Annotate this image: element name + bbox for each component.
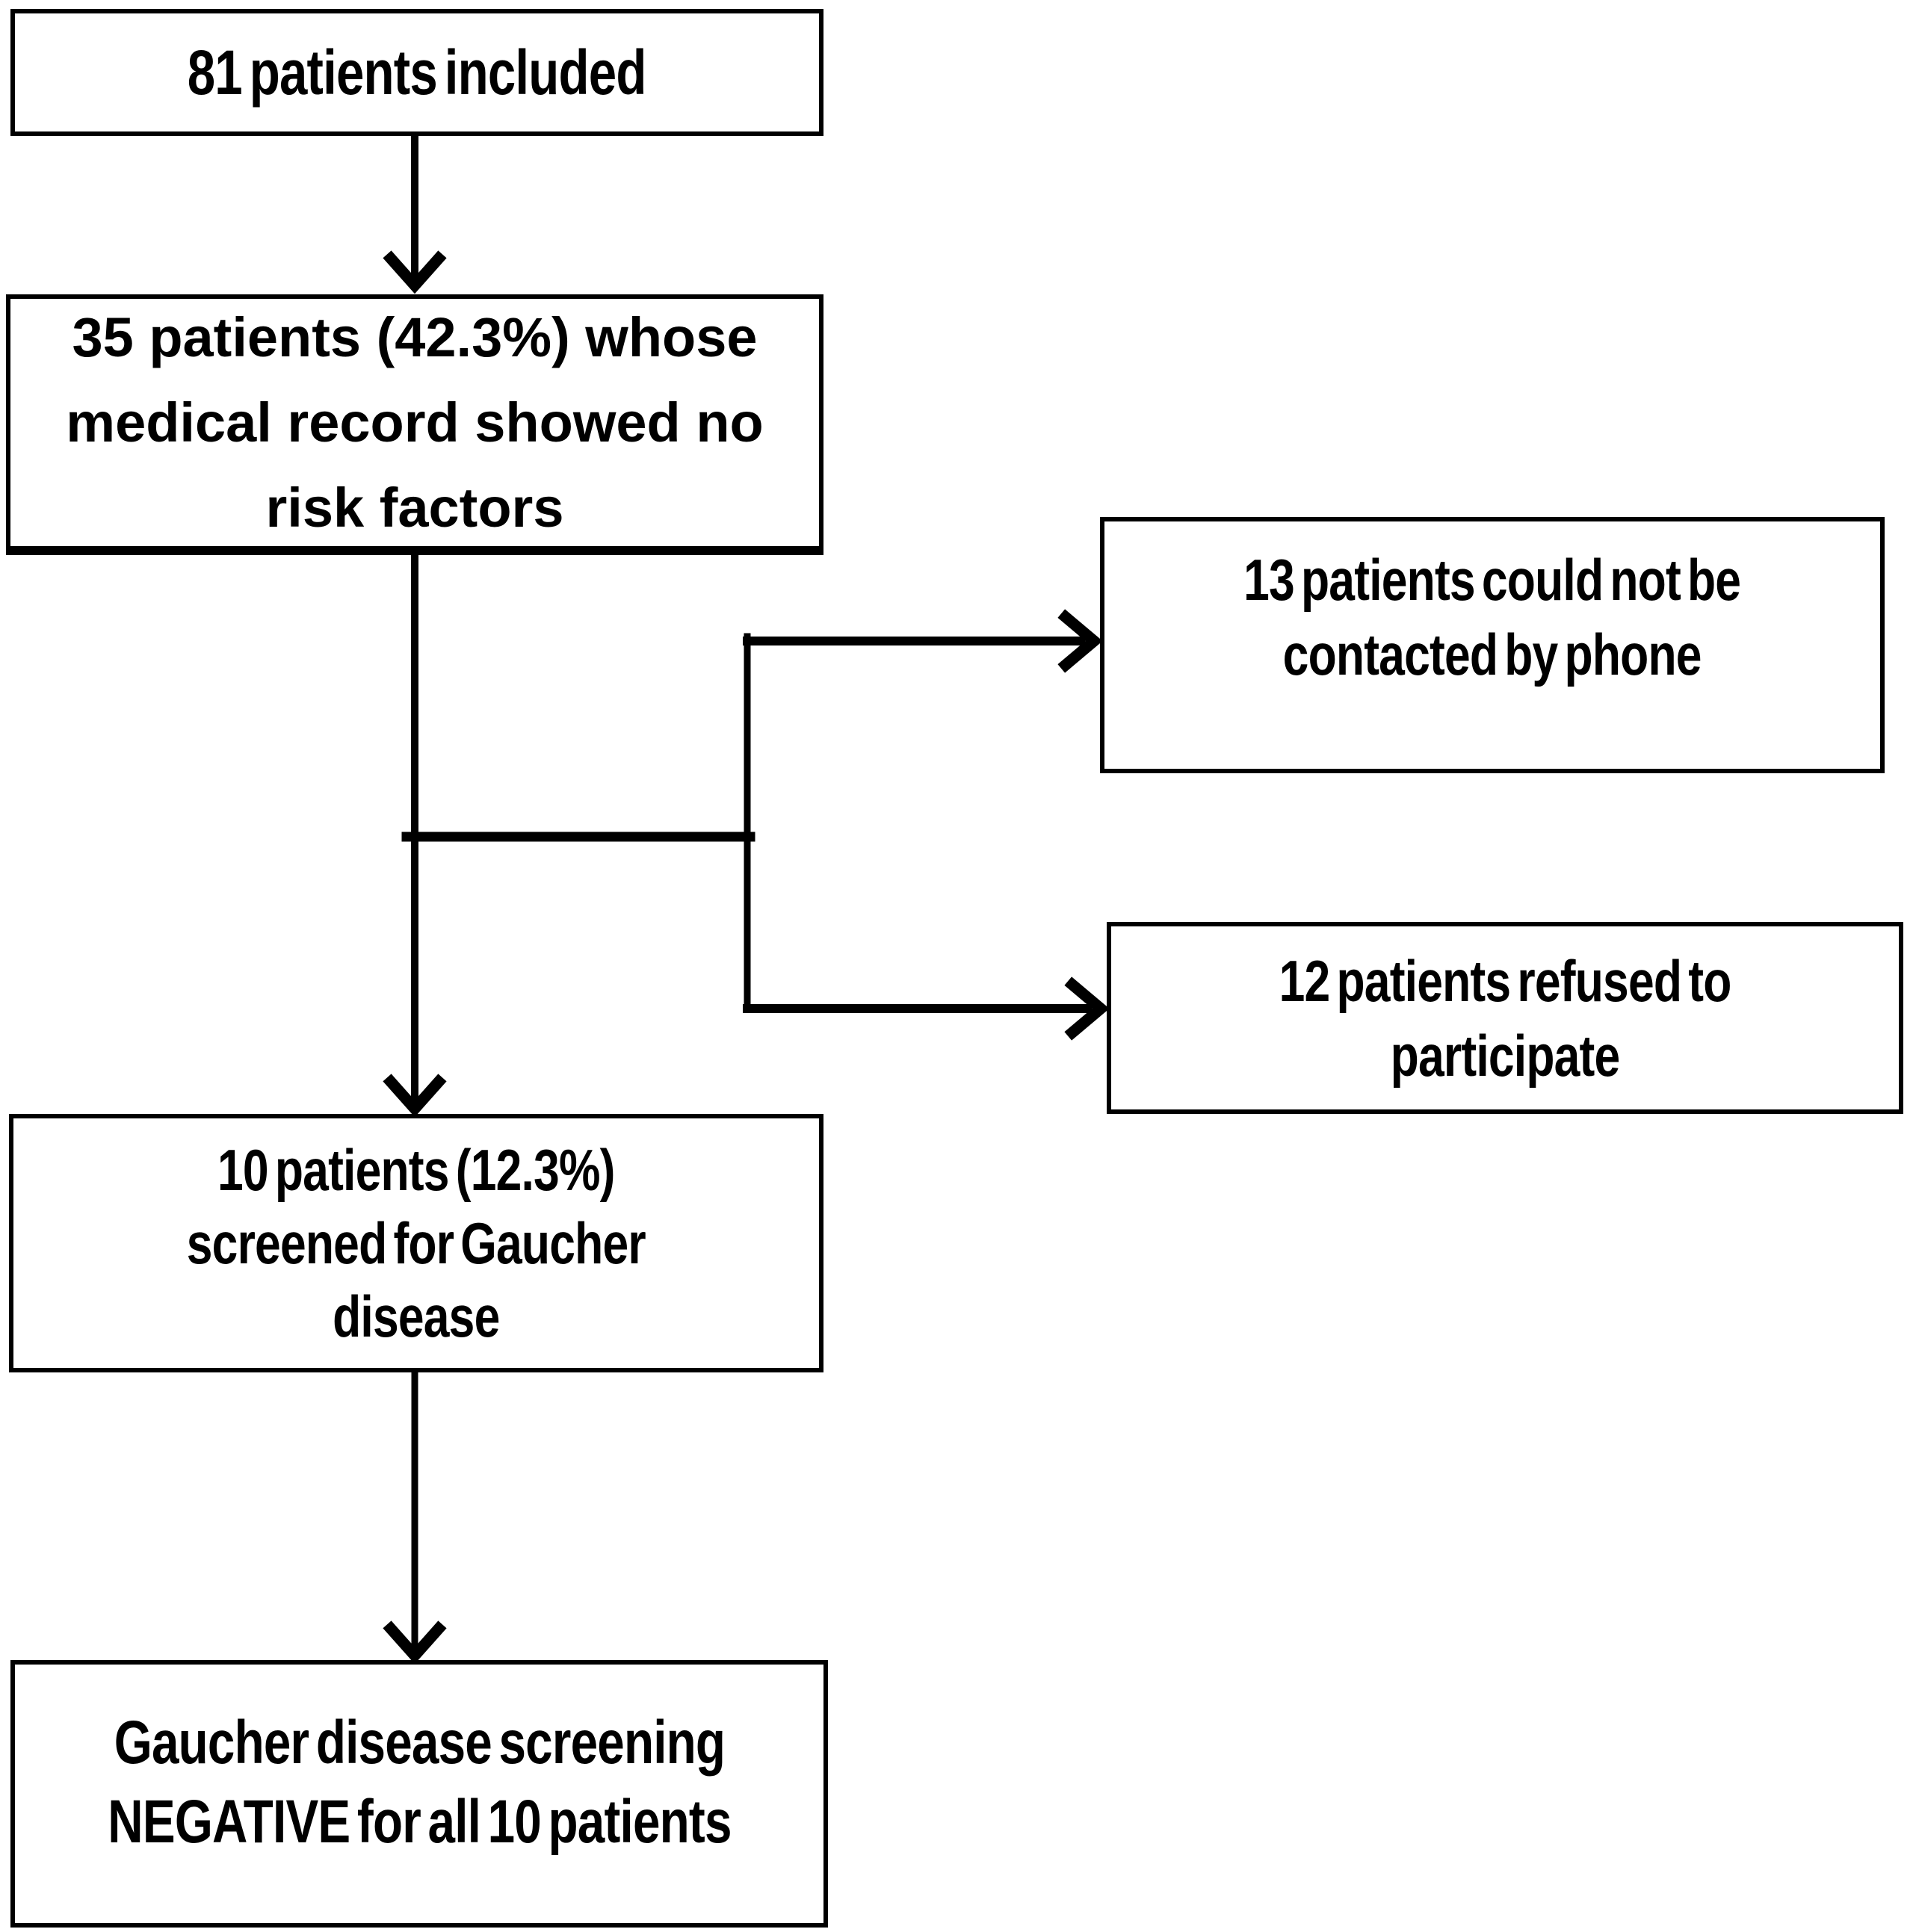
connector-branch-to-refused bbox=[743, 976, 1110, 1041]
arrowhead-right-icon bbox=[1057, 609, 1103, 673]
connector-branch-stem bbox=[401, 633, 755, 1012]
connector-branch-to-not-contacted bbox=[743, 609, 1103, 673]
flow-box-81-patients-included: 81 patients included bbox=[10, 9, 823, 136]
box-text: 35 patients (42.3%) whose medical record… bbox=[66, 306, 764, 539]
box-text: 12 patients refused to participate bbox=[1279, 947, 1732, 1089]
connector-screened-to-negative bbox=[383, 1369, 447, 1665]
flow-box-13-not-contacted: 13 patients could not be contacted by ph… bbox=[1100, 517, 1885, 773]
box-text: 81 patients included bbox=[188, 37, 647, 108]
box-text: Gaucher disease screening NEGATIVE for a… bbox=[107, 1709, 732, 1856]
arrowhead-down-icon bbox=[383, 1620, 447, 1665]
flow-box-10-screened: 10 patients (12.3%) screened for Gaucher… bbox=[9, 1114, 823, 1372]
arrowhead-down-icon bbox=[383, 1074, 447, 1118]
arrowhead-right-icon bbox=[1064, 976, 1110, 1041]
connector-norisk-to-screened bbox=[383, 551, 447, 1118]
flow-box-35-no-risk-factors: 35 patients (42.3%) whose medical record… bbox=[6, 294, 823, 555]
connector-included-to-norisk bbox=[383, 132, 447, 294]
box-text: 10 patients (12.3%) screened for Gaucher… bbox=[186, 1137, 646, 1349]
arrowhead-down-icon bbox=[383, 250, 447, 294]
flow-box-12-refused: 12 patients refused to participate bbox=[1107, 922, 1903, 1114]
flow-box-negative-screening: Gaucher disease screening NEGATIVE for a… bbox=[10, 1660, 828, 1928]
box-text: 13 patients could not be contacted by ph… bbox=[1243, 547, 1741, 687]
